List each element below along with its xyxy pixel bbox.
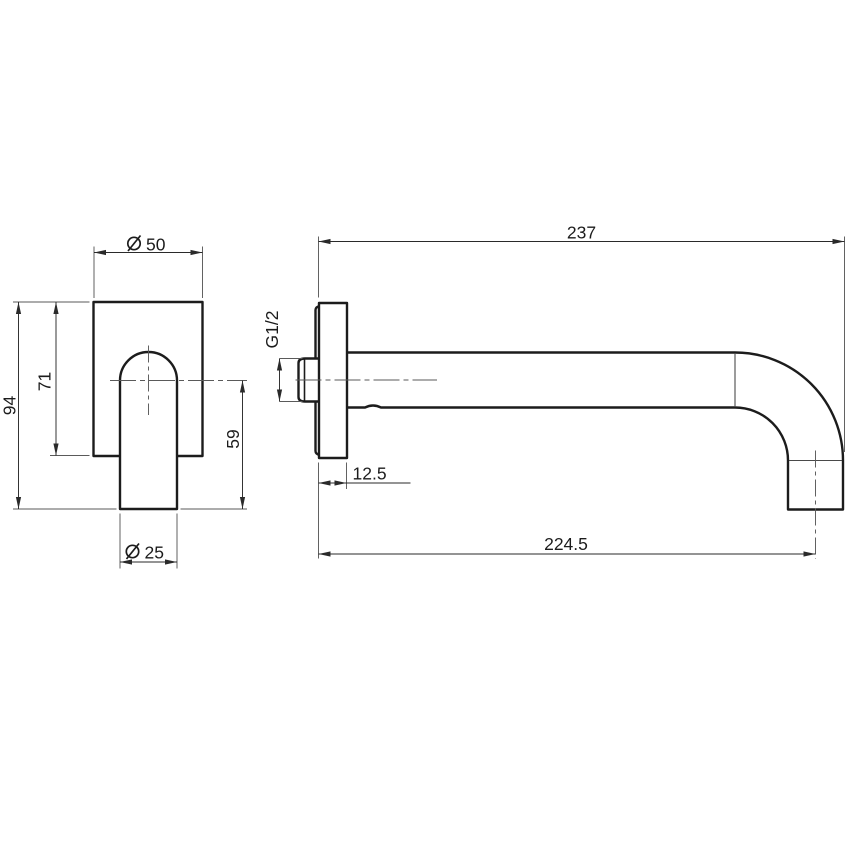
dim-text-plate-height: 71 [35, 372, 55, 391]
dim-spout-diameter-label: 25 [125, 542, 164, 563]
dim-text-spout-diameter: 25 [145, 543, 164, 563]
dim-text-plate-width: 50 [146, 235, 166, 255]
diameter-icon [125, 544, 140, 559]
dim-text-projection-to-outlet-center: 224.5 [544, 534, 588, 554]
dim-text-inlet-thread: G1/2 [262, 311, 282, 349]
extension-lines-side [279, 236, 845, 559]
dim-text-center-to-spout-end: 59 [223, 429, 243, 448]
dim-text-wall-plate-depth: 12.5 [353, 464, 387, 484]
spout-side [347, 351, 845, 511]
dim-plate-width-label: 50 [126, 234, 166, 255]
dim-text-overall-projection: 237 [567, 223, 596, 243]
front-view: 50 94 71 59 25 [0, 235, 247, 569]
side-view: 237 G1/2 12.5 224.5 [262, 223, 845, 559]
diameter-icon-slash [125, 542, 140, 560]
diameter-icon-slash [127, 234, 142, 252]
dim-text-overall-height: 94 [0, 396, 20, 416]
spout-front [118, 350, 179, 511]
diameter-icon [126, 236, 142, 251]
